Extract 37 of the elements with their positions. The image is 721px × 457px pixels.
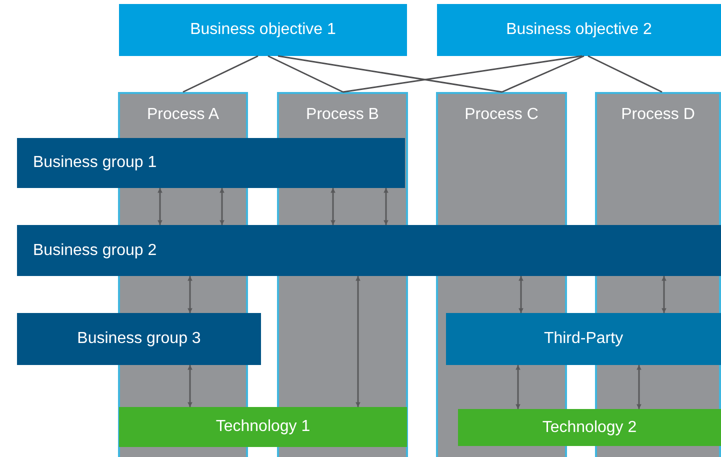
connector-line (268, 55, 344, 93)
technology-band (458, 409, 721, 446)
double-arrow (188, 276, 192, 313)
band-label: Business group 1 (33, 154, 157, 172)
connector-line (502, 55, 584, 93)
connector-line (278, 55, 502, 93)
band-label: Technology 1 (216, 418, 310, 436)
band-label: Third-Party (544, 330, 624, 348)
band-label: Business objective 1 (190, 21, 336, 39)
band-label: Technology 2 (542, 418, 637, 436)
group-band (17, 225, 721, 276)
double-arrow (662, 276, 666, 313)
double-arrow (220, 188, 224, 225)
connector-line (182, 55, 258, 93)
double-arrow (384, 188, 388, 225)
double-arrow (636, 365, 642, 409)
band-label: Business group 2 (33, 242, 157, 260)
column-title: Process C (464, 106, 538, 124)
connector-line (588, 55, 662, 93)
objective-box (119, 4, 407, 56)
technology-band (119, 407, 407, 447)
connector-line (342, 55, 582, 93)
column-title: Process A (146, 106, 220, 124)
band-label: Business group 3 (77, 330, 201, 348)
column-title: Process B (306, 106, 379, 124)
double-arrow (188, 365, 192, 407)
band-label: Business objective 2 (506, 21, 652, 39)
double-arrow (518, 276, 524, 313)
column-title: Process D (621, 106, 695, 124)
double-arrow (158, 188, 162, 225)
group-band (17, 313, 261, 365)
double-arrow (516, 365, 520, 409)
objective-box (437, 4, 721, 56)
group-band (17, 138, 405, 188)
double-arrow (356, 276, 360, 407)
double-arrow (330, 188, 336, 225)
third-party-band (446, 313, 721, 365)
